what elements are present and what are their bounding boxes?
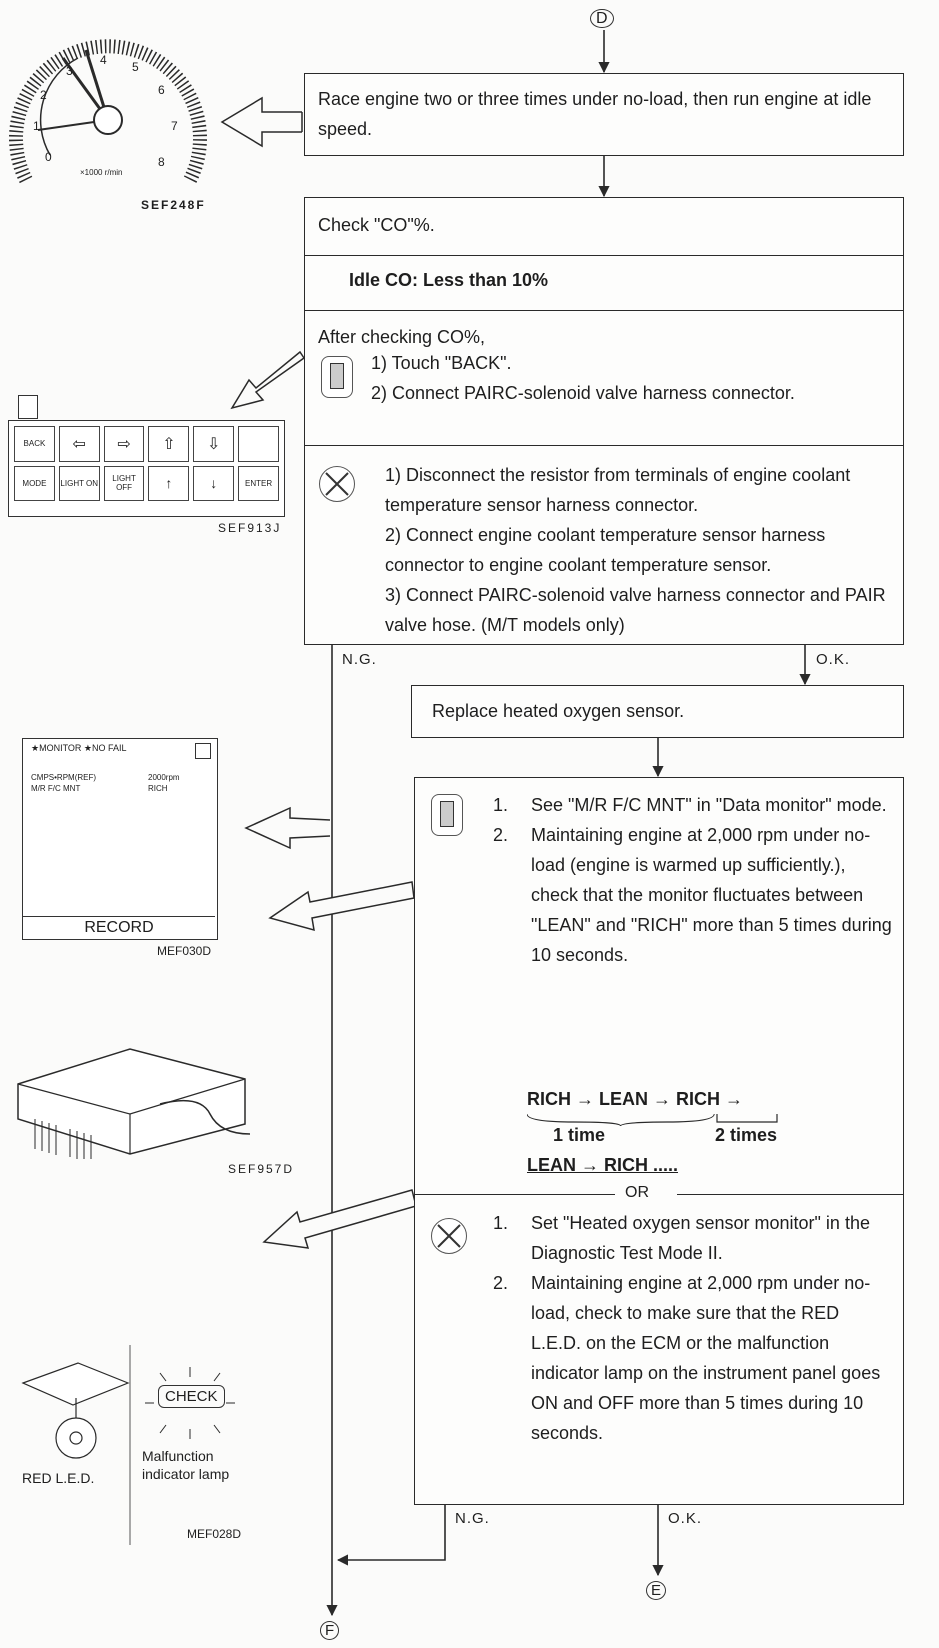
time-1-label: 1 time [553, 1125, 606, 1145]
key-left[interactable]: ⇦ [58, 426, 100, 462]
key-enter[interactable]: ENTER [238, 465, 279, 501]
keypad-code: SEF913J [218, 521, 282, 535]
ecm-figure: SEF957D [10, 1024, 292, 1184]
replace-sensor-text: Replace heated oxygen sensor. [432, 701, 685, 721]
monitor-row1-label: CMPS•RPM(REF) [31, 773, 97, 782]
led-step-2: 2.Maintaining engine at 2,000 rpm under … [493, 1273, 881, 1443]
step-monitor-check: 1.See "M/R F/C MNT" in "Data monitor" mo… [414, 777, 904, 1505]
branch2-ng-label: N.G. [455, 1510, 490, 1527]
after-checking-title: After checking CO%, [318, 327, 486, 347]
step-check-co: Check "CO"%. Idle CO: Less than 10% Afte… [304, 197, 904, 645]
keypad-panel: BACK ⇦ ⇨ ⇧ ⇩ MODE LIGHT ON LIGHT OFF ↑ ↓… [8, 420, 285, 517]
idle-co-spec: Idle CO: Less than 10% [349, 270, 549, 290]
record-button[interactable]: RECORD [23, 916, 215, 939]
monitor-checkbox [195, 743, 211, 759]
no-consult-icon [319, 466, 355, 502]
step-race-engine: Race engine two or three times under no-… [304, 73, 904, 156]
time-2-label: 2 times [715, 1125, 778, 1145]
tach-code: SEF248F [141, 198, 206, 212]
or-label: OR [625, 1184, 649, 1201]
monitor-code: MEF030D [157, 944, 212, 958]
branch2-ok-label: O.K. [668, 1510, 703, 1527]
connector-bottom-right: E [646, 1576, 667, 1606]
key-down[interactable]: ⇩ [193, 426, 235, 462]
sequence-1: RICH → LEAN → RICH → [527, 1089, 743, 1109]
mil-label: Malfunction indicator lamp [142, 1448, 230, 1482]
key-mode[interactable]: MODE [14, 465, 55, 501]
tach-unit: ×1000 r/min [80, 168, 123, 177]
no-consult-icon-2 [431, 1218, 467, 1254]
connector-bottom-left: F [320, 1616, 340, 1646]
key-scroll-up[interactable]: ↑ [148, 465, 190, 501]
tach-num-6: 6 [158, 83, 165, 97]
tachometer-figure: 0 1 2 3 4 5 6 7 8 ×1000 r/min SEF248F [8, 20, 208, 215]
tach-num-1: 1 [33, 119, 40, 133]
consult-step-1: 1) Touch "BACK". [371, 353, 512, 373]
ecm-unit-drawing [17, 1048, 251, 1159]
keypad-figure: BACK ⇦ ⇨ ⇧ ⇩ MODE LIGHT ON LIGHT OFF ↑ ↓… [8, 395, 288, 540]
ecm-code: SEF957D [228, 1162, 295, 1176]
noconsult-step-1: 1) Disconnect the resistor from terminal… [385, 465, 851, 515]
key-right[interactable]: ⇨ [103, 426, 145, 462]
consult-icon-2 [431, 794, 463, 836]
monitor-header: ★MONITOR ★NO FAIL [31, 743, 127, 753]
monitor-row2-label: M/R F/C MNT [31, 784, 81, 793]
branch1-ng-label: N.G. [342, 651, 377, 668]
led-figure: RED L.E.D. CHECK Malfunction indicator l… [10, 1345, 270, 1545]
finger-icon [18, 395, 38, 419]
key-up[interactable]: ⇧ [148, 426, 190, 462]
check-lamp-icon: CHECK [158, 1385, 225, 1408]
step-race-engine-text: Race engine two or three times under no-… [318, 89, 872, 139]
tachometer-dial [9, 39, 207, 184]
tach-num-7: 7 [171, 119, 178, 133]
monitor-step-1: 1.See "M/R F/C MNT" in "Data monitor" mo… [493, 795, 887, 815]
red-led-label: RED L.E.D. [22, 1470, 95, 1486]
sequence-2: LEAN → RICH ..... [527, 1155, 679, 1175]
step-replace-sensor: Replace heated oxygen sensor. [411, 685, 904, 738]
red-led-drawing [21, 1362, 130, 1459]
tach-num-5: 5 [132, 60, 139, 74]
monitor-row2-value: RICH [148, 784, 168, 793]
tach-num-4: 4 [100, 53, 107, 67]
tach-num-8: 8 [158, 155, 165, 169]
monitor-step-2: 2.Maintaining engine at 2,000 rpm under … [493, 825, 892, 965]
sequence-brackets [527, 1113, 778, 1127]
key-blank[interactable] [238, 426, 279, 462]
check-co-title: Check "CO"%. [318, 215, 435, 235]
tach-num-0: 0 [45, 150, 52, 164]
consult-step-2: 2) Connect PAIRC-solenoid valve harness … [371, 383, 795, 403]
monitor-screen: ★MONITOR ★NO FAIL CMPS•RPM(REF) 2000rpm … [22, 738, 218, 940]
branch1-ok-label: O.K. [816, 651, 851, 668]
connector-top: D [590, 4, 614, 34]
key-back[interactable]: BACK [14, 426, 55, 462]
noconsult-step-3: 3) Connect PAIRC-solenoid valve harness … [385, 585, 886, 635]
monitor-figure: ★MONITOR ★NO FAIL CMPS•RPM(REF) 2000rpm … [22, 738, 222, 958]
led-code: MEF028D [187, 1527, 242, 1541]
tach-num-3: 3 [66, 64, 73, 78]
lamp-rays [145, 1367, 235, 1439]
tach-num-2: 2 [40, 88, 47, 102]
noconsult-step-2: 2) Connect engine coolant temperature se… [385, 525, 826, 575]
monitor-row1-value: 2000rpm [148, 773, 180, 782]
key-light-on[interactable]: LIGHT ON [58, 465, 100, 501]
key-light-off[interactable]: LIGHT OFF [103, 465, 145, 501]
key-scroll-down[interactable]: ↓ [193, 465, 235, 501]
consult-icon [321, 356, 353, 398]
led-step-1: 1.Set "Heated oxygen sensor monitor" in … [493, 1213, 870, 1263]
